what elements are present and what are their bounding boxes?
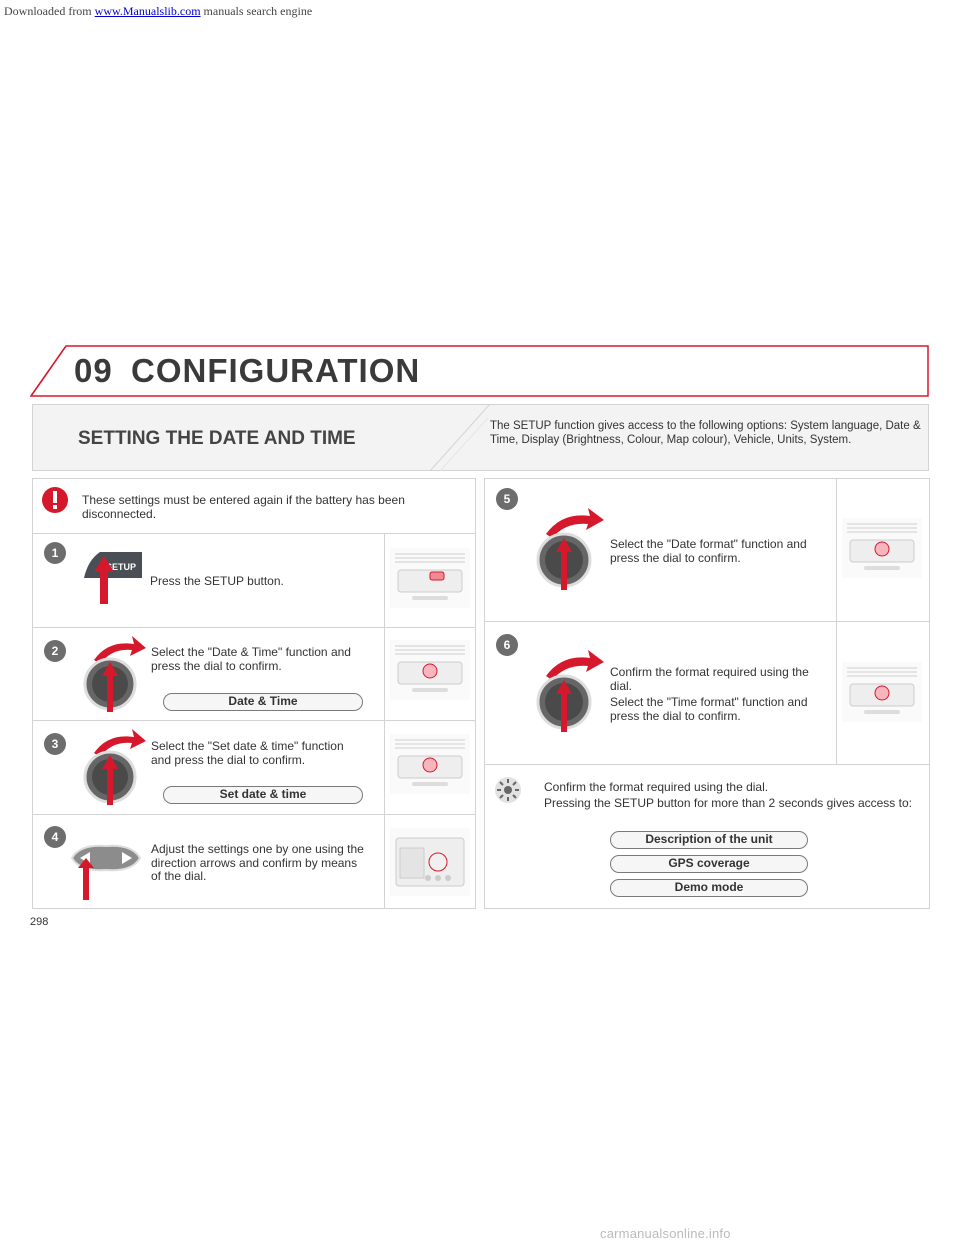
chapter-title: CONFIGURATION bbox=[131, 352, 421, 389]
tip-text-2: Pressing the SETUP button for more than … bbox=[544, 796, 912, 810]
watermark: carmanualsonline.info bbox=[600, 1226, 731, 1241]
warning-icon bbox=[42, 487, 68, 513]
warning-text: These settings must be entered again if … bbox=[82, 493, 405, 521]
divider bbox=[484, 764, 930, 765]
intro-text: The SETUP function gives access to the f… bbox=[490, 420, 921, 446]
setup-label: SETUP bbox=[106, 562, 136, 572]
step-number-badge: 3 bbox=[44, 733, 66, 755]
chapter-header-bar bbox=[30, 345, 929, 397]
chapter-number: 09 bbox=[74, 352, 113, 389]
step-number-badge: 1 bbox=[44, 542, 66, 564]
direction-arrows-icon bbox=[70, 844, 142, 900]
divider bbox=[836, 478, 837, 764]
menu-option-date-time[interactable]: Date & Time bbox=[163, 693, 363, 711]
step-number-badge: 2 bbox=[44, 640, 66, 662]
radio-panel-thumbnail bbox=[842, 518, 922, 578]
divider bbox=[384, 533, 385, 909]
step-6-text-1: Confirm the format required using the di… bbox=[610, 665, 809, 693]
dial-press-icon bbox=[83, 729, 146, 805]
step-number-badge: 6 bbox=[496, 634, 518, 656]
divider bbox=[32, 627, 476, 628]
radio-panel-thumbnail bbox=[390, 828, 470, 896]
page-number: 298 bbox=[30, 916, 49, 928]
step-3-text: Select the "Set date & time" function an… bbox=[151, 739, 344, 767]
manualslib-link[interactable]: www.Manualslib.com bbox=[94, 4, 201, 18]
step-6-text-2: Select the "Time format" function and pr… bbox=[610, 695, 808, 723]
menu-option-demo-mode[interactable]: Demo mode bbox=[610, 879, 808, 897]
tip-sun-icon bbox=[495, 777, 521, 803]
step-number-badge: 5 bbox=[496, 488, 518, 510]
setup-button-icon: SETUP bbox=[84, 552, 142, 604]
radio-panel-thumbnail bbox=[390, 640, 470, 700]
divider bbox=[32, 533, 476, 534]
divider bbox=[484, 621, 930, 622]
dial-press-icon bbox=[83, 636, 146, 712]
dial-press-icon bbox=[536, 508, 604, 590]
step-2-text: Select the "Date & Time" function and pr… bbox=[151, 645, 351, 673]
tip-text-1: Confirm the format required using the di… bbox=[544, 780, 769, 794]
banner-suffix: manuals search engine bbox=[200, 4, 313, 18]
header-divider-graphic bbox=[430, 404, 490, 471]
radio-panel-thumbnail bbox=[390, 734, 470, 794]
menu-option-set-date-time[interactable]: Set date & time bbox=[163, 786, 363, 804]
dial-press-icon bbox=[536, 650, 604, 732]
menu-option-gps-coverage[interactable]: GPS coverage bbox=[610, 855, 808, 873]
banner-prefix: Downloaded from bbox=[4, 4, 95, 18]
divider bbox=[32, 720, 476, 721]
section-title: SETTING THE DATE AND TIME bbox=[78, 428, 356, 449]
download-banner: Downloaded from www.Manualslib.com manua… bbox=[4, 4, 312, 19]
step-number-badge: 4 bbox=[44, 826, 66, 848]
menu-option-description-of-unit[interactable]: Description of the unit bbox=[610, 831, 808, 849]
divider bbox=[32, 814, 476, 815]
radio-panel-thumbnail bbox=[842, 662, 922, 722]
step-4-text: Adjust the settings one by one using the… bbox=[151, 842, 364, 883]
step-5-text: Select the "Date format" function and pr… bbox=[610, 537, 807, 565]
radio-panel-thumbnail bbox=[390, 548, 470, 608]
step-1-text: Press the SETUP button. bbox=[150, 574, 284, 588]
